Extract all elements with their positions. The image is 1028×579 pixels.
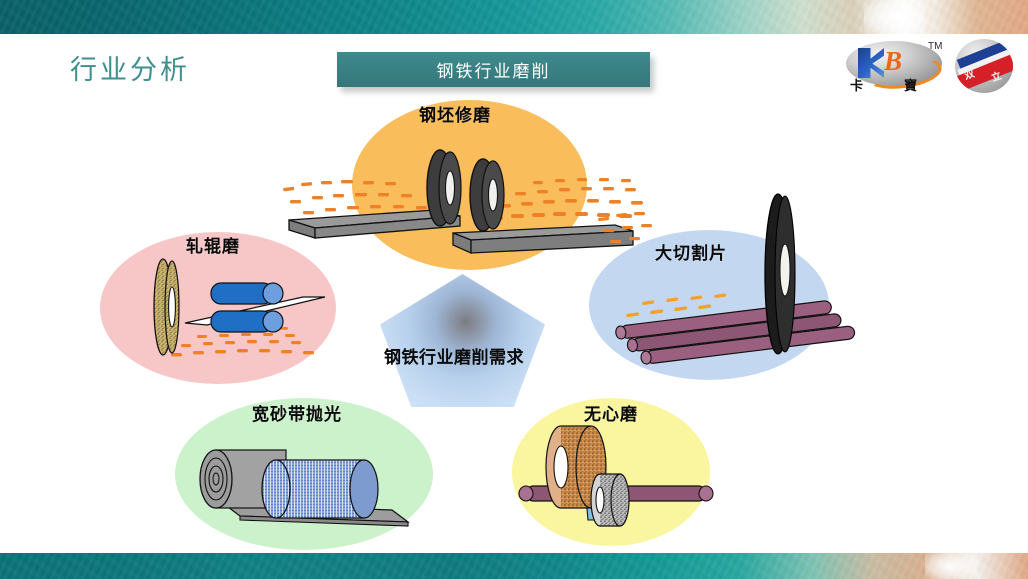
roller-lower <box>210 310 284 333</box>
steel-slab-left <box>288 209 461 239</box>
kabao-logo-char-right: 寶 <box>904 78 918 93</box>
topic-banner: 钢铁行业磨削 <box>337 52 650 87</box>
ocean-gradient-bottom <box>0 553 1028 579</box>
topic-banner-label: 钢铁行业磨削 <box>436 62 551 81</box>
steel-slab-right <box>452 224 634 255</box>
shuangli-logo-oval: 双 立 <box>955 39 1013 93</box>
grinding-wheel-left <box>426 149 462 227</box>
trademark-symbol: TM <box>928 41 943 52</box>
large-cutting-disc <box>764 193 796 355</box>
center-pentagon-label: 钢铁行业磨削需求 <box>384 348 524 367</box>
kabao-logo-char-left: 卡 <box>850 78 864 93</box>
grinding-wheel-right <box>469 158 505 232</box>
regulating-wheel-grit <box>590 473 630 527</box>
category-ellipse-roll <box>100 232 336 384</box>
roll-grinding-illustration <box>153 258 326 357</box>
category-label-billet: 钢坯修磨 <box>419 106 491 125</box>
shuangli-logo: 双 立 <box>955 39 1013 93</box>
spark-cluster-right <box>490 178 643 220</box>
spark-cluster-upper <box>598 212 652 244</box>
centerless-grinding-illustration <box>518 425 714 527</box>
cutting-disc-illustration <box>598 193 856 365</box>
page-title: 行业分析 <box>70 55 190 85</box>
billet-grinding-illustration <box>283 149 643 255</box>
water-texture-bottom <box>0 553 1028 579</box>
water-texture <box>0 0 1028 34</box>
surf-foam-bottom <box>925 553 977 579</box>
workpiece-bars <box>615 300 856 365</box>
wide-belt-polishing-illustration <box>199 449 410 527</box>
belt-cylinder-blue <box>261 459 379 519</box>
center-pentagon <box>380 274 545 407</box>
abrasive-wheel-roll <box>153 258 180 356</box>
category-label-cut: 大切割片 <box>655 244 727 263</box>
kabao-logo-b-mark: B <box>884 46 903 76</box>
category-label-center: 无心磨 <box>584 405 638 424</box>
roller-upper <box>210 282 284 305</box>
ocean-gradient <box>0 0 1028 34</box>
kabao-logo: B TM 卡 寶 <box>840 41 945 94</box>
surf-foam <box>863 0 926 34</box>
top-photo-band <box>0 0 1028 34</box>
bottom-photo-band <box>0 553 1028 579</box>
category-label-belt: 宽砂带抛光 <box>252 405 342 424</box>
category-label-roll: 轧辊磨 <box>186 237 240 256</box>
